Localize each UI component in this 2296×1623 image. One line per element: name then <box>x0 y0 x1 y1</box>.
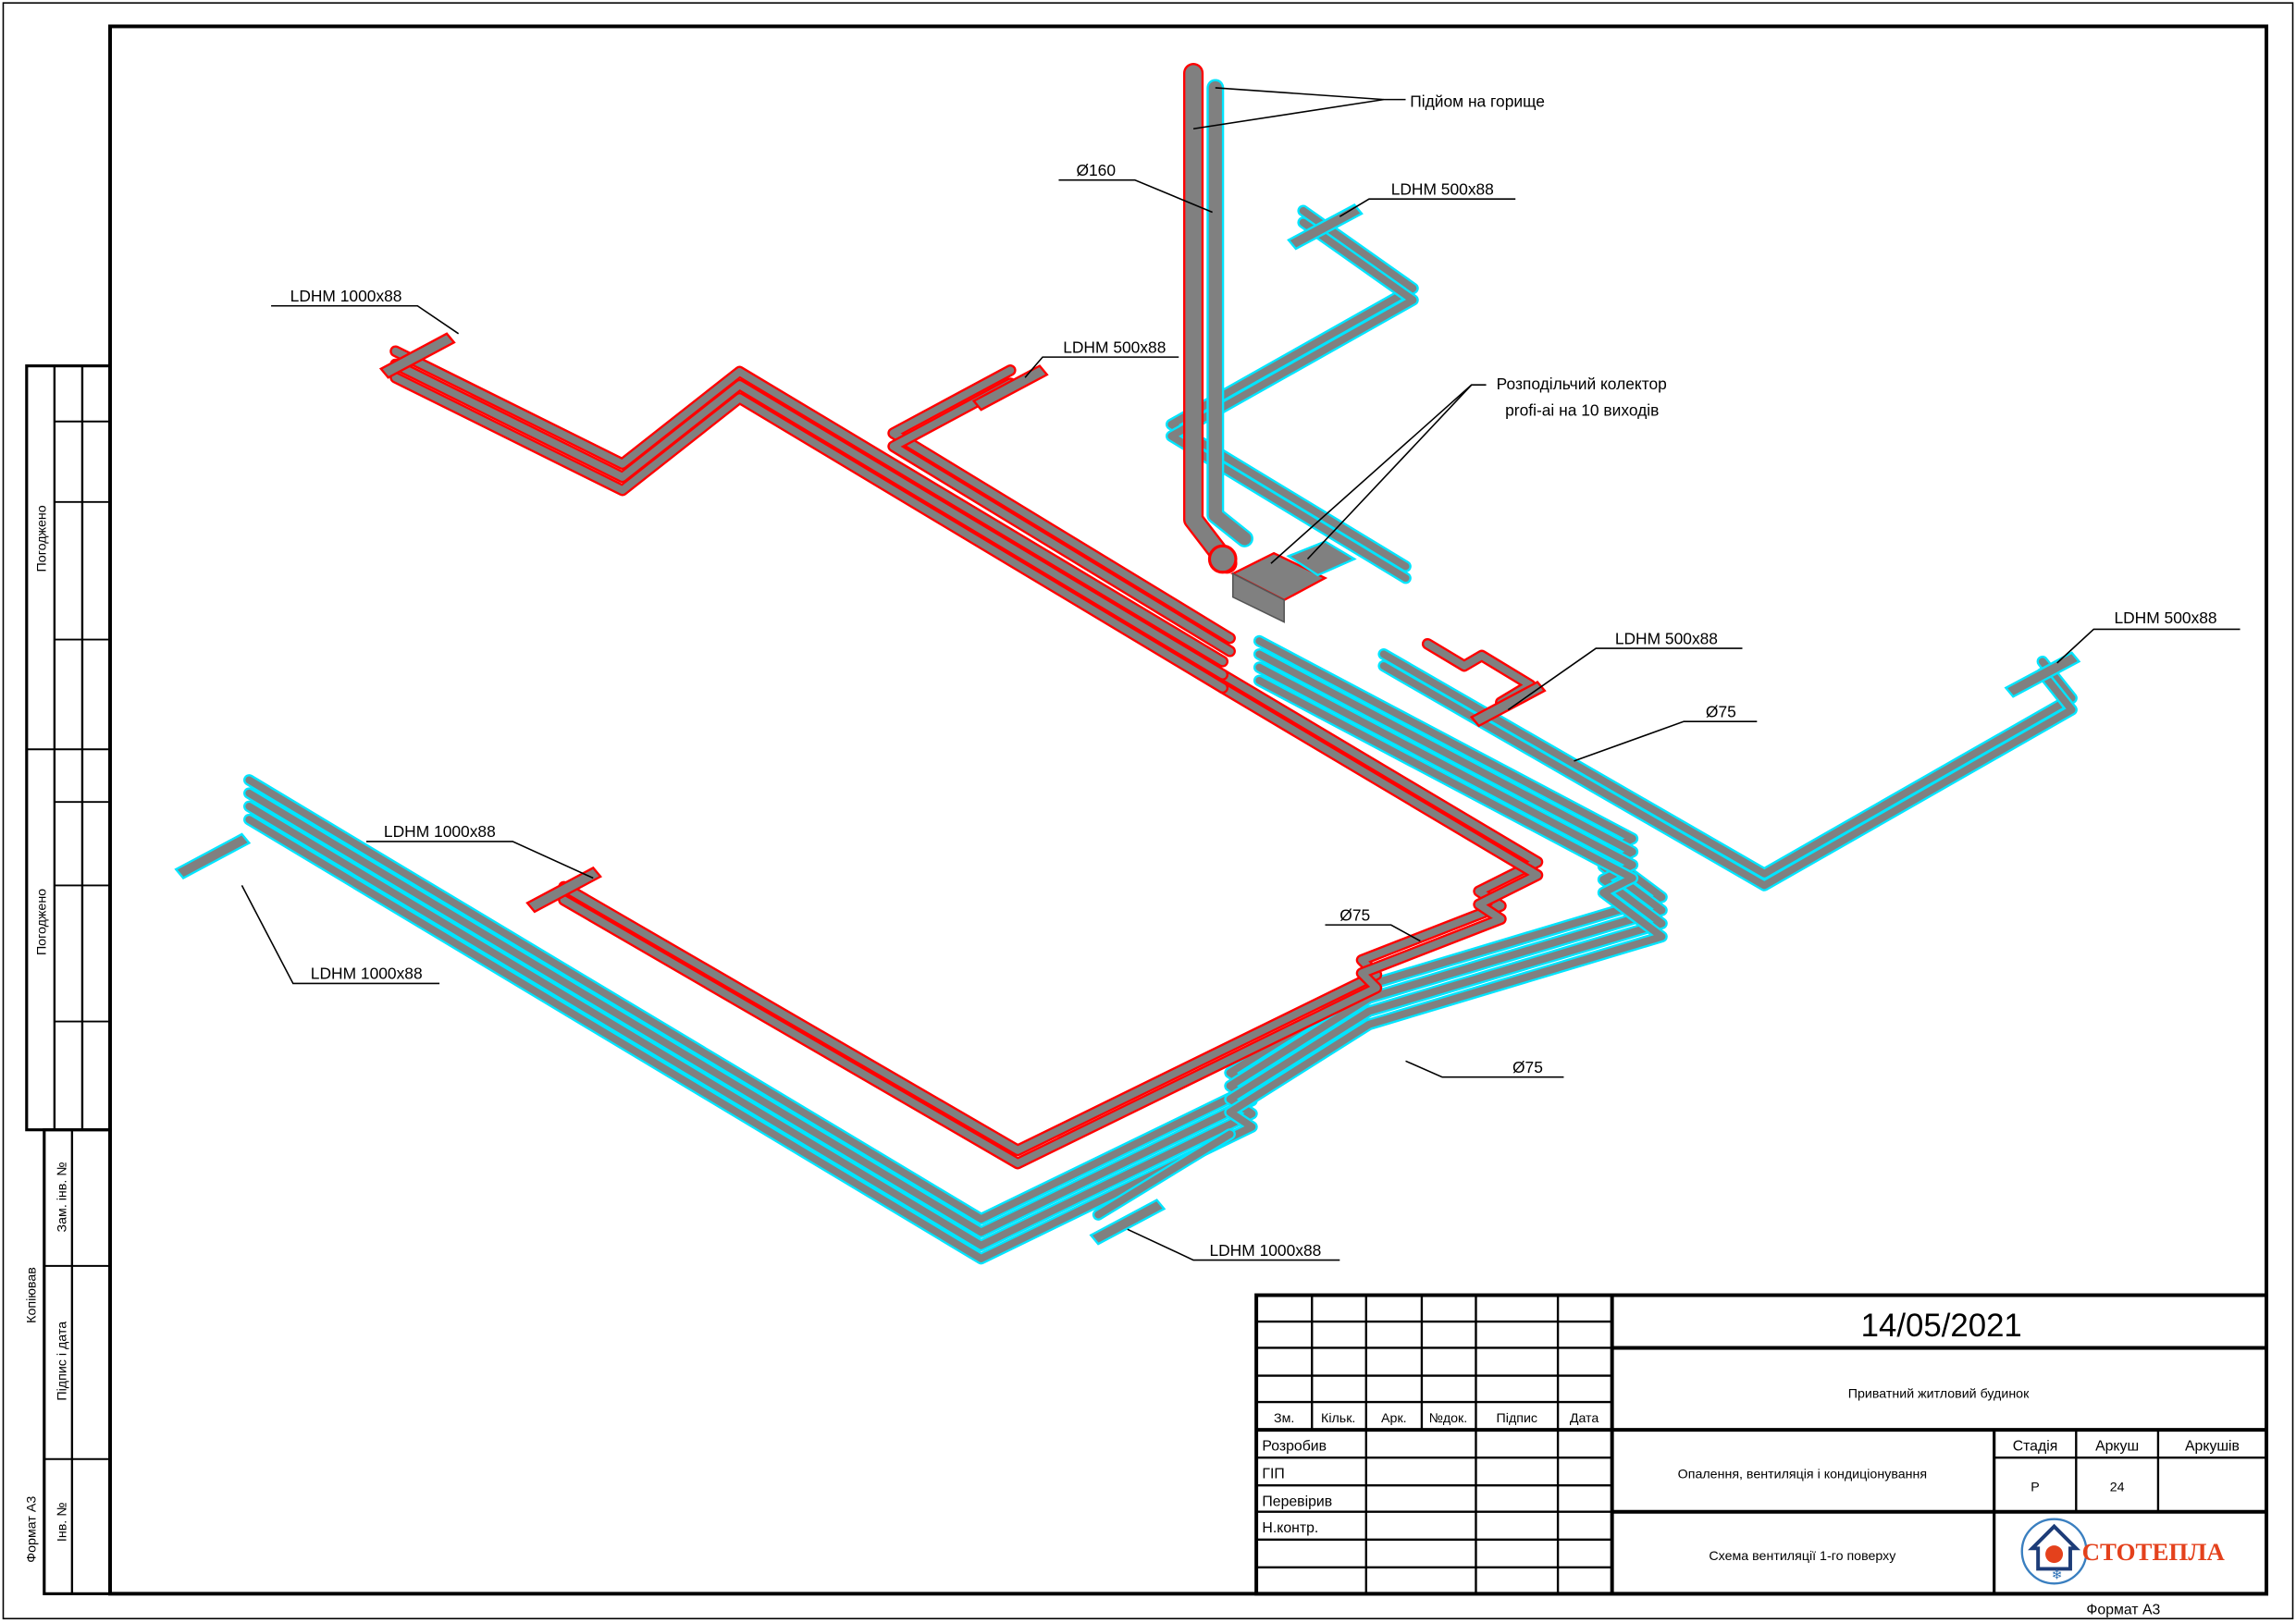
label-collector-2: profi-ai на 10 виходів <box>1505 400 1659 419</box>
supply-duct-left <box>389 345 1229 668</box>
sheet-value: 24 <box>2110 1481 2125 1495</box>
title-sheet-title: Схема вентиляції 1-го поверху <box>1709 1549 1896 1564</box>
air-terminals <box>174 203 2081 1246</box>
label-d75-center: Ø75 <box>1339 905 1370 924</box>
title-date: 14/05/2021 <box>1861 1308 2022 1344</box>
exhaust-duct-right <box>1377 648 2078 880</box>
role-checked: Перевірив <box>1262 1494 1332 1509</box>
exhaust-duct-bottom-branch <box>1092 1128 1236 1221</box>
snowflake-icon: ❄ <box>2052 1568 2063 1583</box>
label-ldhm500-right-near: LDHM 500x88 <box>1615 629 1718 647</box>
air-terminal-icon <box>378 332 456 379</box>
exhaust-duct-upper <box>1165 216 1419 584</box>
label-ldhm500-top: LDHM 500x88 <box>1391 179 1494 198</box>
exhaust-duct-right <box>1377 659 2078 891</box>
label-d75-right: Ø75 <box>1706 702 1736 720</box>
supply-duct-center <box>558 682 1544 1170</box>
supply-duct-left <box>389 358 1229 681</box>
label-ldhm1000-center: LDHM 1000x88 <box>384 822 496 841</box>
side-copied: Копіював <box>24 1267 39 1323</box>
stage-label: Стадія <box>2013 1438 2058 1454</box>
exhaust-duct-main <box>243 674 1668 1265</box>
header-sheet: Арк. <box>1381 1411 1407 1426</box>
distribution-collector <box>1207 540 1357 623</box>
side-approved-1: Погоджено <box>34 505 49 572</box>
logo-text: СТОТЕПЛА <box>2082 1538 2226 1566</box>
role-developer: Розробив <box>1262 1438 1327 1454</box>
side-replaced-inv: Зам. інв. № <box>56 1162 70 1232</box>
side-sign-date: Підпис і дата <box>56 1322 70 1401</box>
air-terminal-icon <box>525 866 602 914</box>
exhaust-duct-upper <box>1165 204 1419 572</box>
label-attic-rise: Підйом на горище <box>1410 92 1545 111</box>
supply-duct-mid <box>887 364 1236 645</box>
header-doc-no: №док. <box>1429 1411 1468 1426</box>
air-terminal-icon <box>1469 680 1547 728</box>
header-signature: Підпис <box>1497 1411 1537 1426</box>
company-logo: ❄ СТОТЕПЛА <box>2020 1518 2226 1585</box>
label-ldhm500-far-right: LDHM 500x88 <box>2114 609 2216 627</box>
stage-value: Р <box>2031 1481 2040 1495</box>
label-ldhm1000-topleft: LDHM 1000x88 <box>290 287 402 305</box>
label-ldhm500-mid: LDHM 500x88 <box>1063 338 1166 356</box>
riser-d160-exhaust <box>1206 79 1253 547</box>
air-terminal-icon <box>174 832 252 880</box>
label-ldhm1000-left: LDHM 1000x88 <box>311 965 423 983</box>
air-terminal-icon <box>1089 1199 1167 1246</box>
role-norm-control: Н.контр. <box>1262 1520 1318 1536</box>
supply-duct-mid <box>887 377 1236 658</box>
sheet-label: Аркуш <box>2095 1438 2139 1454</box>
sheets-label: Аркушів <box>2185 1438 2240 1454</box>
air-terminal-icon <box>2004 651 2081 698</box>
leader-lines <box>241 87 2240 1261</box>
side-format: Формат А3 <box>24 1496 39 1563</box>
label-d75-lower: Ø75 <box>1512 1058 1543 1076</box>
header-date: Дата <box>1570 1411 1599 1426</box>
air-terminal-icon <box>1287 203 1364 251</box>
label-ldhm1000-bottom: LDHM 1000x88 <box>1209 1241 1321 1260</box>
label-collector-1: Розподільчий колектор <box>1497 375 1667 393</box>
air-terminal-icon <box>971 364 1049 412</box>
title-block: 14/05/2021 Приватний житловий будинок Оп… <box>1254 1293 2269 1596</box>
side-approved-2: Погоджено <box>34 889 49 955</box>
format-label: Формат А3 <box>2086 1603 2160 1618</box>
header-qty: Кільк. <box>1321 1411 1355 1426</box>
supply-duct-left <box>389 371 1229 695</box>
ventilation-pipes <box>243 63 2078 1265</box>
role-chief-engineer: ГІП <box>1262 1466 1284 1482</box>
title-section: Опалення, вентиляція і кондиціонування <box>1678 1467 1927 1482</box>
side-strip <box>25 364 112 1595</box>
header-change: Зм. <box>1274 1411 1294 1426</box>
side-inv-no: Інв. № <box>56 1503 70 1543</box>
label-d160: Ø160 <box>1076 161 1116 179</box>
title-project: Приватний житловий будинок <box>1848 1386 2030 1401</box>
